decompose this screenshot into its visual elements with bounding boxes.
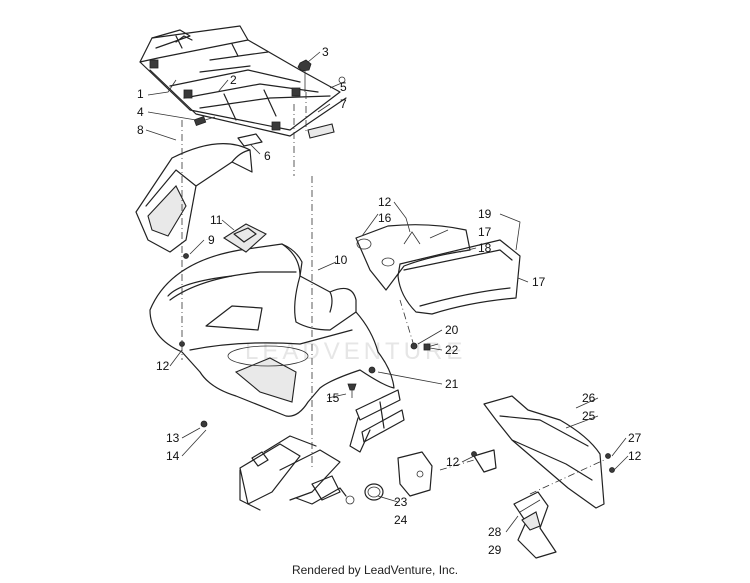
callout-16: 16 [378, 211, 392, 225]
hose-clamp [364, 483, 384, 501]
callout-24: 24 [394, 513, 408, 527]
callout-18: 18 [478, 241, 492, 255]
callout-2: 2 [230, 73, 237, 87]
callout-12-panel: 12 [378, 195, 392, 209]
side-panel-assembly [355, 224, 521, 315]
callout-17-upper: 17 [478, 225, 492, 239]
callout-13: 13 [166, 431, 180, 445]
callout-15: 15 [326, 391, 340, 405]
callout-14: 14 [166, 449, 180, 463]
callout-17-lower: 17 [532, 275, 546, 289]
callout-5: 5 [340, 80, 347, 94]
callout-labels: 1 2 3 4 5 6 7 8 9 10 11 12 12 12 12 12 1… [137, 45, 642, 557]
callout-29: 29 [488, 543, 502, 557]
mount-brackets [349, 389, 433, 497]
callout-28: 28 [488, 525, 502, 539]
callout-12-right: 12 [628, 449, 642, 463]
callout-12-bracket: 12 [446, 455, 460, 469]
front-fender-extension [135, 143, 253, 253]
callout-6: 6 [264, 149, 271, 163]
callout-10: 10 [334, 253, 348, 267]
callout-12-body: 12 [156, 359, 170, 373]
callout-1: 1 [137, 87, 144, 101]
callout-11: 11 [210, 213, 223, 227]
mud-guard [513, 491, 557, 559]
callout-9: 9 [208, 233, 215, 247]
hardware-side [179, 253, 439, 428]
callout-25: 25 [582, 409, 596, 423]
callout-3: 3 [322, 45, 329, 59]
callout-4: 4 [137, 105, 144, 119]
storage-lid [222, 223, 267, 253]
callout-26: 26 [582, 391, 596, 405]
leader-lines [145, 51, 629, 533]
footer-credit: Rendered by LeadVenture, Inc. [291, 563, 459, 577]
callout-21: 21 [445, 377, 459, 391]
callout-23: 23 [394, 495, 408, 509]
footwell-panel [483, 395, 615, 509]
callout-22: 22 [445, 343, 459, 357]
frame-section [239, 435, 355, 511]
callout-20: 20 [445, 323, 459, 337]
front-fender-body [149, 243, 395, 417]
callout-7: 7 [340, 97, 347, 111]
callout-27: 27 [628, 431, 642, 445]
front-rack [139, 25, 347, 137]
callout-19: 19 [478, 207, 492, 221]
callout-8: 8 [137, 123, 144, 137]
small-bracket [471, 449, 497, 473]
alignment-lines [181, 92, 605, 495]
